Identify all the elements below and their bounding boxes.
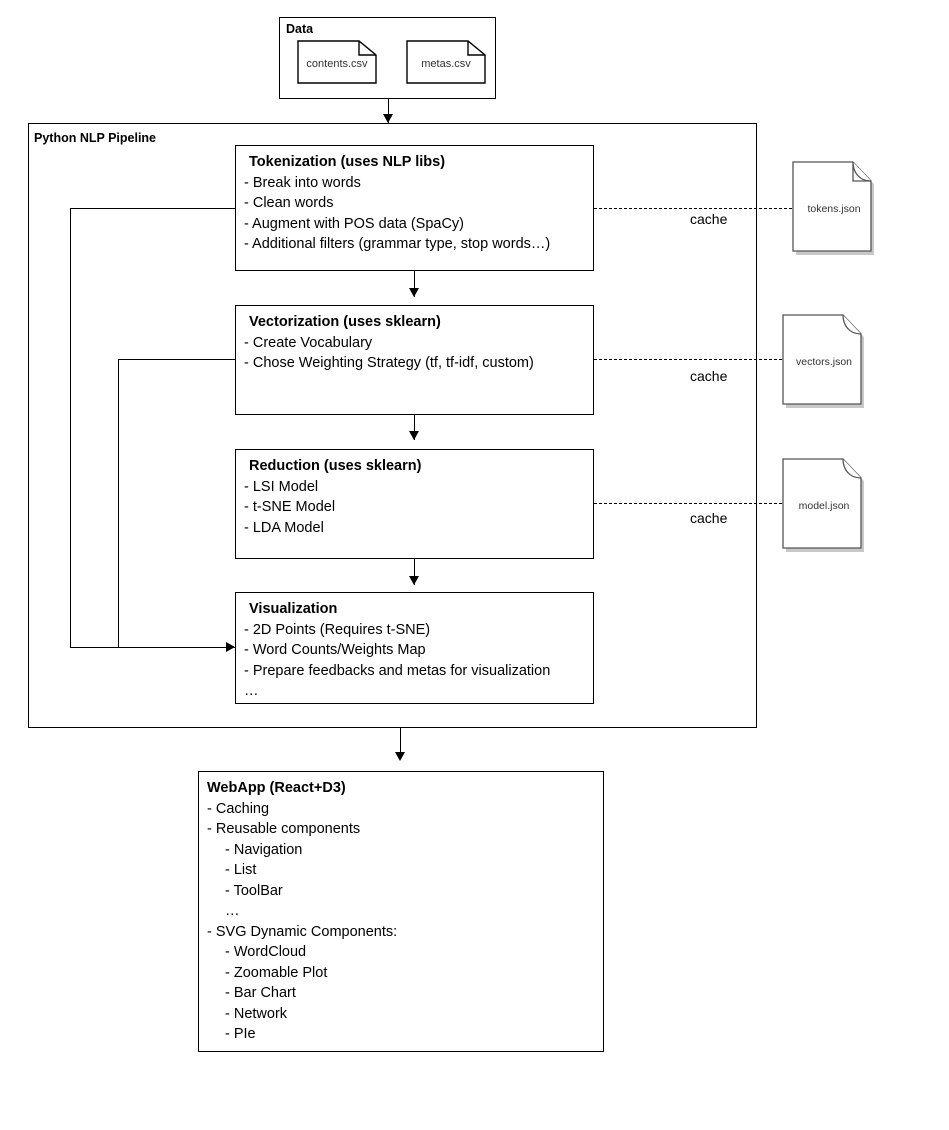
stage-title: Vectorization (uses sklearn) [249,314,441,330]
document-icon [792,161,874,255]
webapp-item: - Reusable components [207,821,361,837]
connector-reduction-to-visualization [414,559,415,585]
stage-title: Reduction (uses sklearn) [249,458,422,474]
stage-item: - 2D Points (Requires t-SNE) [244,621,431,638]
stage-item: - Break into words [244,174,361,191]
document-icon-contents-csv: contents.csv [297,40,377,84]
feedback-line-tokenization-vertical [70,208,71,648]
stage-item: - LSI Model [244,478,319,495]
webapp-item: - Navigation [225,841,303,858]
document-label: model.json [798,500,850,512]
webapp-item: - Zoomable Plot [225,964,328,981]
stage-text-block: Vectorization (uses sklearn) - Create Vo… [244,312,589,374]
stage-item: - Clean words [244,195,334,211]
stage-item: … [244,683,259,699]
webapp-item: - Bar Chart [225,985,296,1001]
feedback-line-tokenization-top [70,208,236,209]
stage-text-block: Tokenization (uses NLP libs) - Break int… [244,152,589,255]
connector-pipeline-to-webapp [400,728,401,758]
pipeline-label: Python NLP Pipeline [34,131,157,145]
document-icon [782,458,864,552]
document-icon [297,40,377,84]
webapp-item: - PIe [225,1026,256,1042]
arrowhead-pipeline-to-webapp [395,752,405,761]
cache-label-vectors: cache [690,368,728,384]
webapp-item: - List [225,862,257,878]
feedback-line-vectorization-vertical [118,359,119,648]
document-icon [782,314,864,408]
webapp-item: - ToolBar [225,882,283,899]
document-icon-metas-csv: metas.csv [406,40,486,84]
stage-title: Tokenization (uses NLP libs) [249,154,446,170]
cache-link-tokens [594,208,792,209]
webapp-item: - WordCloud [225,944,307,960]
connector-tokenization-to-vectorization [414,271,415,297]
arrowhead-reduction-to-visualization [409,576,419,585]
webapp-item: … [225,903,240,919]
document-label: tokens.json [807,203,861,215]
webapp-item: - Network [225,1005,288,1022]
stage-item: - Word Counts/Weights Map [244,642,426,658]
arrowhead-data-to-pipeline [383,114,393,123]
stage-reduction[interactable]: Reduction (uses sklearn) - LSI Model - t… [235,449,594,559]
stage-item: - Prepare feedbacks and metas for visual… [244,662,551,679]
cache-label-tokens: cache [690,211,728,227]
connector-data-to-pipeline [388,99,389,123]
webapp-text-block: WebApp (React+D3) - Caching - Reusable c… [207,778,599,1045]
stage-tokenization[interactable]: Tokenization (uses NLP libs) - Break int… [235,145,594,271]
arrowhead-tokenization-to-vectorization [409,288,419,297]
stage-item: - LDA Model [244,519,324,536]
stage-text-block: Reduction (uses sklearn) - LSI Model - t… [244,456,589,538]
document-icon-tokens-json: tokens.json [791,160,877,258]
document-label: contents.csv [306,58,368,70]
connector-vectorization-to-reduction [414,415,415,440]
stage-vectorization[interactable]: Vectorization (uses sklearn) - Create Vo… [235,305,594,415]
cache-label-model: cache [690,510,728,526]
document-icon [406,40,486,84]
webapp-item: - Caching [207,800,270,817]
stage-item: - Augment with POS data (SpaCy) [244,215,465,232]
webapp-box[interactable]: WebApp (React+D3) - Caching - Reusable c… [198,771,604,1052]
stage-item: - Create Vocabulary [244,334,373,351]
stage-visualization[interactable]: Visualization - 2D Points (Requires t-SN… [235,592,594,704]
stage-title: Visualization [249,601,338,617]
arrowhead-feedback-to-visualization [226,642,235,652]
stage-text-block: Visualization - 2D Points (Requires t-SN… [244,599,589,702]
document-icon-model-json: model.json [781,457,867,555]
stage-item: - t-SNE Model [244,499,336,515]
document-icon-vectors-json: vectors.json [781,313,867,411]
cache-link-vectors [594,359,782,360]
feedback-line-vectorization-bottom [118,647,235,648]
stage-item: - Chose Weighting Strategy (tf, tf-idf, … [244,355,534,371]
document-label: vectors.json [795,356,853,368]
webapp-item: - SVG Dynamic Components: [207,923,398,940]
stage-item: - Additional filters (grammar type, stop… [244,236,551,252]
data-group-label: Data [286,22,314,36]
feedback-line-vectorization-top [118,359,236,360]
cache-link-model [594,503,782,504]
document-label: metas.csv [421,58,471,70]
webapp-title: WebApp (React+D3) [207,780,346,796]
arrowhead-vectorization-to-reduction [409,431,419,440]
